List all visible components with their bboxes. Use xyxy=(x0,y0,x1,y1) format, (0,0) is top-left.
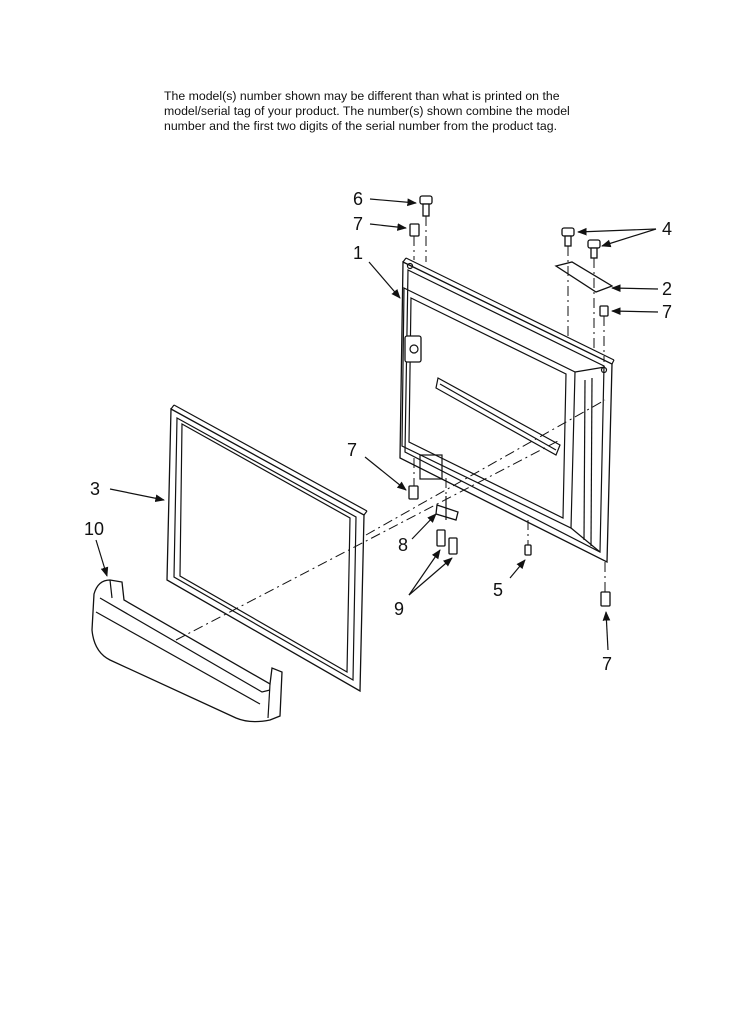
alignment-lines xyxy=(175,216,606,641)
callout-7-upper: 7 xyxy=(353,214,363,234)
callout-5: 5 xyxy=(493,580,503,600)
callout-10: 10 xyxy=(84,519,104,539)
notice-line-3: number and the first two digits of the s… xyxy=(164,119,558,133)
callout-6: 6 xyxy=(353,189,363,209)
callout-2: 2 xyxy=(662,279,672,299)
callout-3: 3 xyxy=(90,479,100,499)
callout-1: 1 xyxy=(353,243,363,263)
leader-lines xyxy=(95,198,659,651)
model-number-notice: The model(s) number shown may be differe… xyxy=(164,89,634,134)
callout-7-right: 7 xyxy=(662,302,672,322)
plug-part-7-mid xyxy=(408,485,419,500)
plug-part-7-upper xyxy=(409,223,420,237)
callout-8: 8 xyxy=(398,535,408,555)
callout-4: 4 xyxy=(662,219,672,239)
callout-7-bottom: 7 xyxy=(602,654,612,674)
callout-7-mid: 7 xyxy=(347,440,357,460)
notice-line-1: The model(s) number shown may be differe… xyxy=(164,89,560,103)
plug-part-7-right xyxy=(599,305,609,317)
plug-part-7-bottom xyxy=(600,591,611,607)
door-bin-part xyxy=(91,579,283,723)
screw-part-9a xyxy=(436,529,446,547)
bracket-part-8 xyxy=(435,496,459,521)
notice-line-2: model/serial tag of your product. The nu… xyxy=(164,104,570,118)
screw-part-9b xyxy=(448,537,458,555)
screw-part-4a xyxy=(561,227,575,247)
screw-part-4b xyxy=(587,239,601,259)
screw-part-6 xyxy=(419,195,433,217)
hinge-cover-part-2 xyxy=(554,261,614,293)
door-gasket-part xyxy=(166,404,368,693)
freezer-door-part xyxy=(399,257,615,564)
pin-part-5 xyxy=(524,544,532,556)
callout-9: 9 xyxy=(394,599,404,619)
